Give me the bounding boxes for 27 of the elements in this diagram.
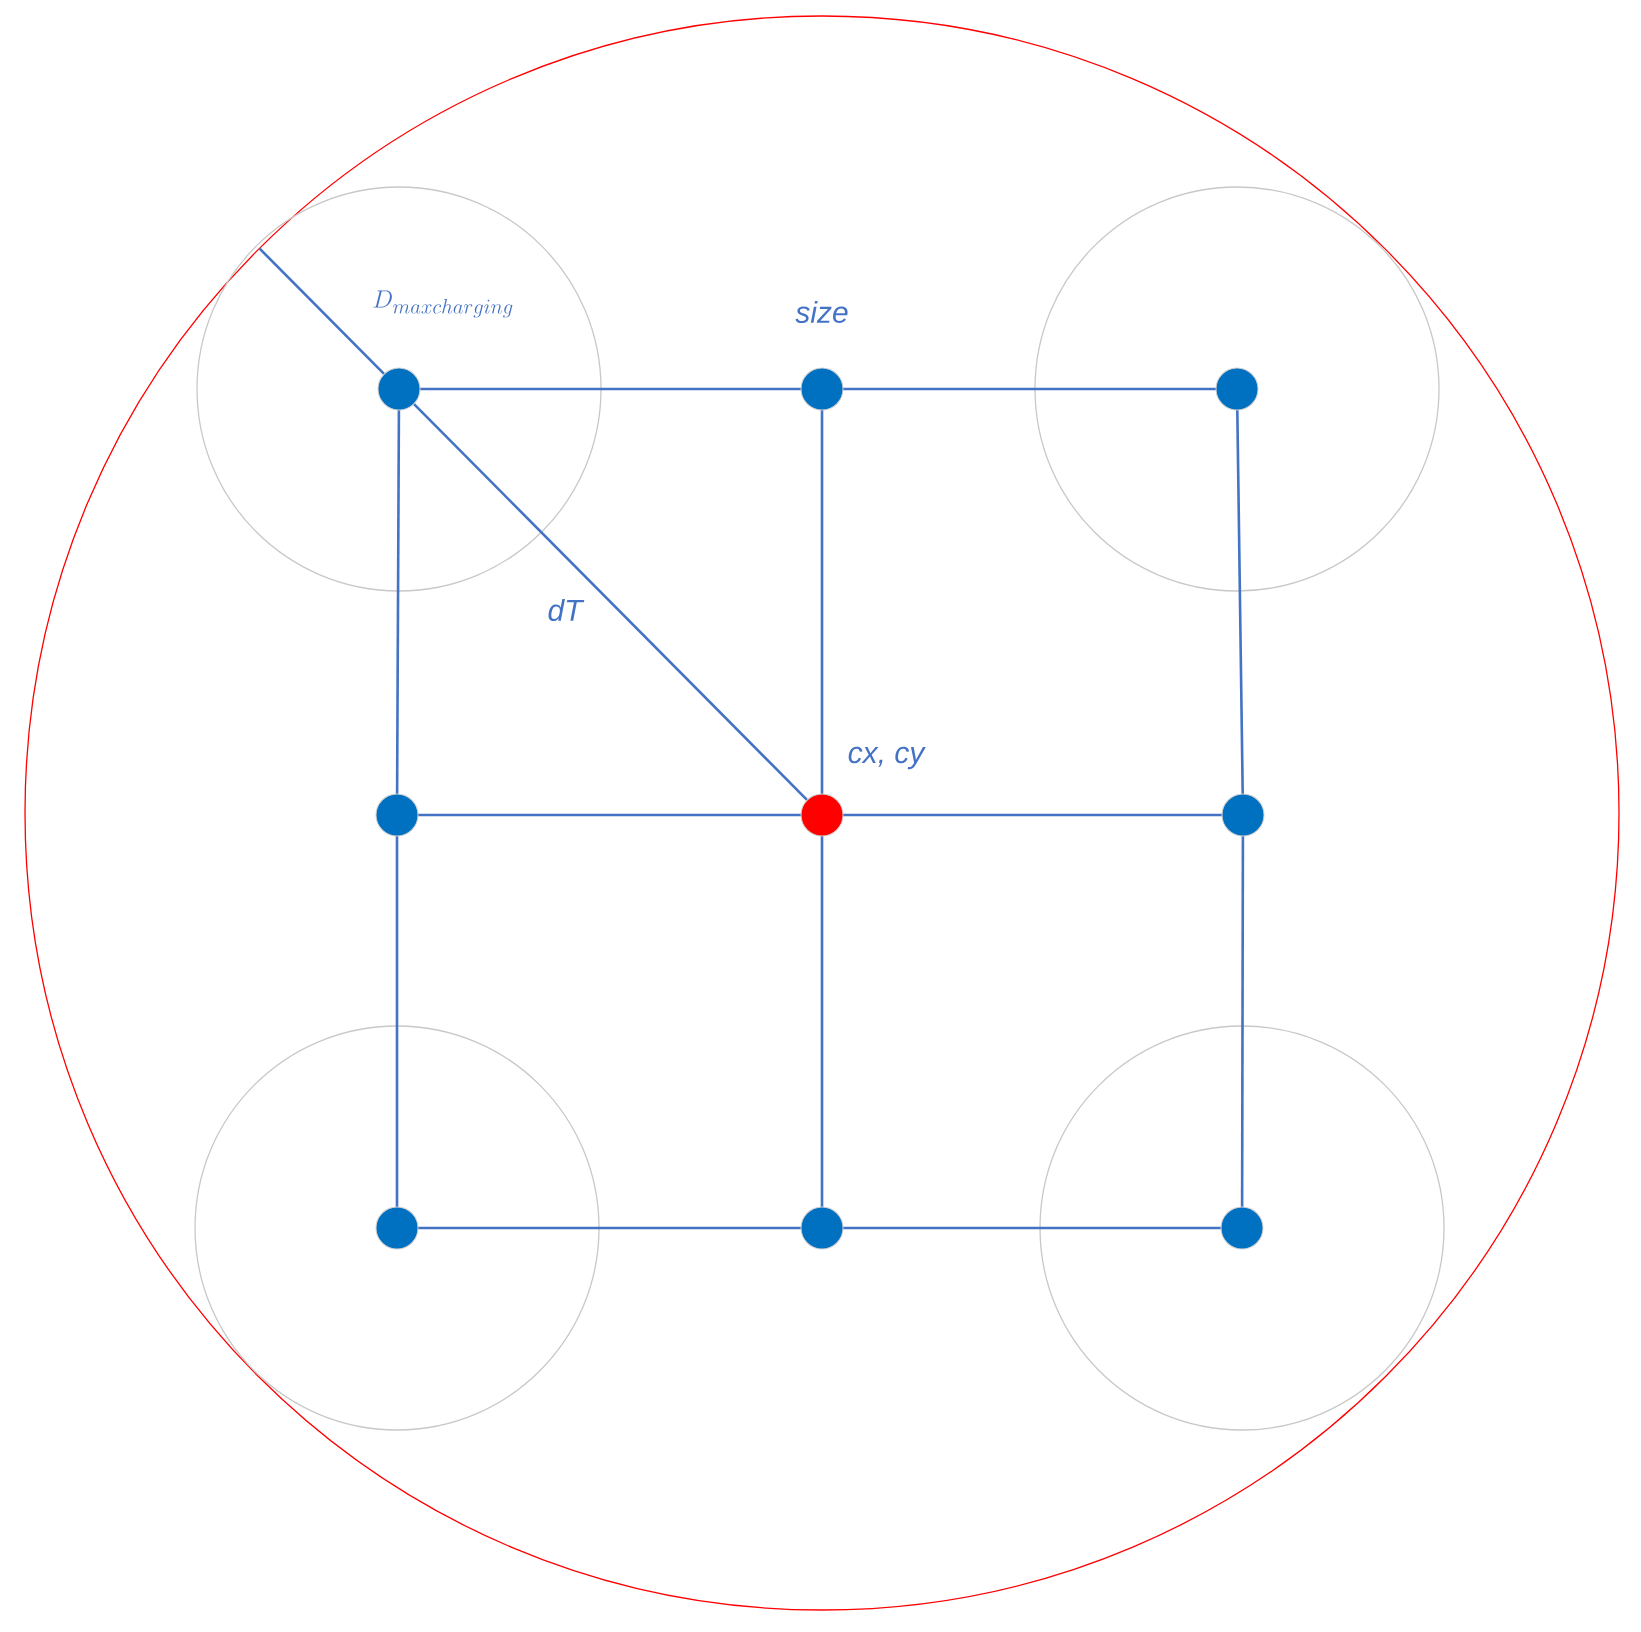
center-point (800, 793, 844, 837)
connector-line (820, 836, 824, 1207)
connector-line (412, 402, 809, 801)
dimension-label: size (795, 300, 848, 323)
grid-point (377, 367, 421, 411)
connector-line (843, 1226, 1221, 1230)
connector-line (420, 387, 801, 391)
connector-line (395, 836, 399, 1207)
grid-point (1220, 1206, 1264, 1250)
grid-point (1215, 367, 1259, 411)
connector-line (1240, 835, 1245, 1207)
point-label: cx, cy (848, 746, 926, 770)
connector-line (395, 409, 401, 794)
grid-point (800, 367, 844, 411)
connector-line (418, 1226, 801, 1230)
outer-circle (24, 15, 1620, 1611)
grid-point (375, 1206, 419, 1250)
connector-line (843, 813, 1222, 817)
connector-line (1236, 409, 1244, 794)
connector-line (418, 813, 801, 817)
edge-label: dT (545, 596, 585, 623)
edge-label: $D_{maxcharging}$ (370, 288, 516, 320)
connector-line (820, 410, 824, 794)
grid-point (375, 793, 419, 837)
grid-point (1221, 793, 1265, 837)
grid-point (800, 1206, 844, 1250)
connector-line (843, 387, 1216, 391)
